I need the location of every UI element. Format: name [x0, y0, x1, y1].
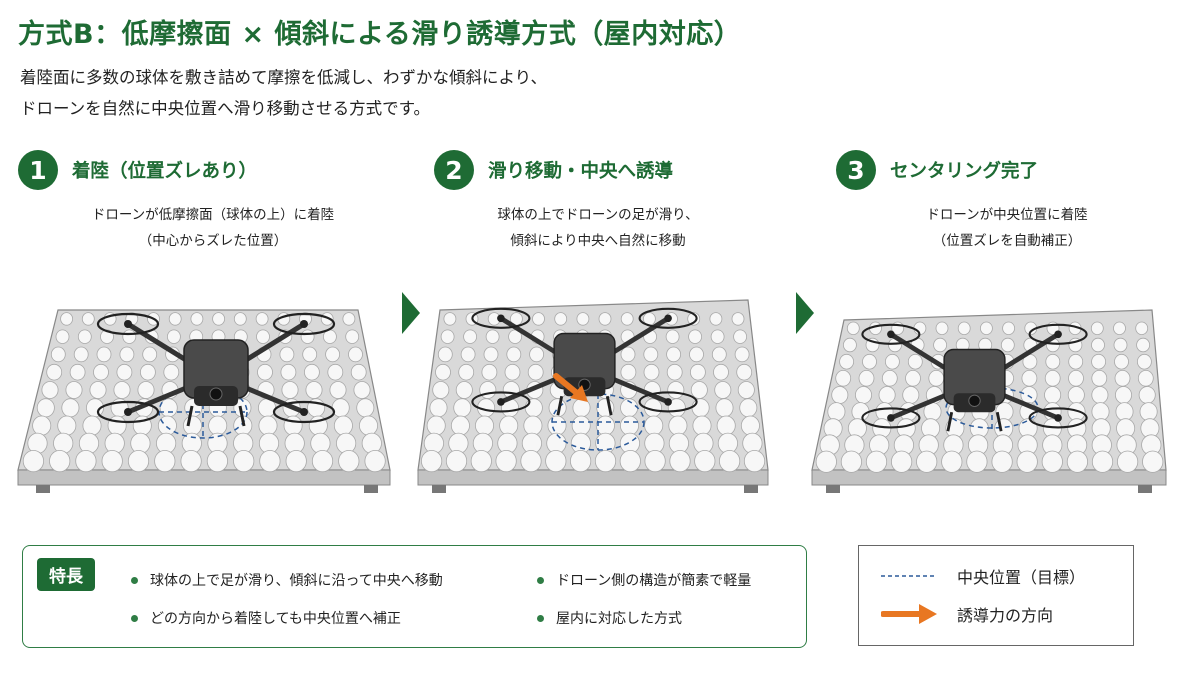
feature-item: どの方向から着陸しても中央位置へ補正 [131, 608, 401, 628]
feature-item-text: ドローン側の構造が簡素で軽量 [556, 573, 752, 589]
lead-text-line1: 着陸面に多数の球体を敷き詰めて摩擦を低減し、わずかな傾斜により、 [20, 68, 548, 87]
next-step-arrow-icon [796, 292, 814, 334]
step-1-header: 1 着陸（位置ズレあり） [18, 150, 257, 190]
bullet-icon [537, 614, 544, 622]
step-3-title: センタリング完了 [890, 161, 1039, 182]
step-1-title: 着陸（位置ズレあり） [72, 161, 258, 182]
page-title: 方式B：低摩擦面 × 傾斜による滑り誘導方式（屋内対応） [18, 19, 742, 50]
features-tag: 特長 [37, 558, 95, 591]
step-2-panel: 2 滑り移動・中央へ誘導 球体の上でドローンの足が滑り、 傾斜により中央へ自然に… [417, 150, 808, 500]
step-3-panel: 3 センタリング完了 ドローンが中央位置に着陸 （位置ズレを自動補正） [811, 150, 1200, 500]
legend-box: 中央位置（目標） 誘導力の方向 [858, 545, 1134, 646]
ball-tray [417, 299, 769, 493]
legend-force-label: 誘導力の方向 [957, 606, 1054, 625]
step-1-description: ドローンが低摩擦面（球体の上）に着陸 （中心からズレた位置） [18, 202, 408, 254]
feature-item: ドローン側の構造が簡素で軽量 [537, 570, 751, 590]
drone-icon [96, 312, 336, 427]
step-2-desc-line2: 傾斜により中央へ自然に移動 [510, 233, 686, 249]
step-2-desc-line1: 球体の上でドローンの足が滑り、 [497, 207, 699, 223]
step-1-panel: 1 着陸（位置ズレあり） ドローンが低摩擦面（球体の上）に着陸 （中心からズレた… [17, 150, 408, 500]
step-3-description: ドローンが中央位置に着陸 （位置ズレを自動補正） [812, 202, 1200, 254]
feature-item-text: 屋内に対応した方式 [556, 611, 682, 627]
feature-item-text: 球体の上で足が滑り、傾斜に沿って中央へ移動 [150, 573, 443, 589]
step-1-number-badge: 1 [18, 150, 58, 190]
feature-item: 屋内に対応した方式 [537, 608, 682, 628]
step-3-desc-line2: （位置ズレを自動補正） [932, 233, 1082, 249]
step-3-number-badge: 3 [836, 150, 876, 190]
drone-icon [861, 323, 1088, 432]
legend-item-center: 中央位置（目標） [881, 564, 1085, 588]
ball-tray [17, 309, 391, 493]
bullet-icon [537, 576, 544, 584]
bullet-icon [131, 576, 138, 584]
features-box: 特長 球体の上で足が滑り、傾斜に沿って中央へ移動 ドローン側の構造が簡素で軽量 … [22, 545, 807, 648]
step-1-desc-line2: （中心からズレた位置） [138, 233, 288, 249]
step-2-description: 球体の上でドローンの足が滑り、 傾斜により中央へ自然に移動 [403, 202, 793, 254]
step-2-illustration [417, 299, 769, 493]
legend-item-force: 誘導力の方向 [881, 602, 1053, 626]
feature-item: 球体の上で足が滑り、傾斜に沿って中央へ移動 [131, 570, 443, 590]
step-1-desc-line1: ドローンが低摩擦面（球体の上）に着陸 [91, 207, 335, 223]
step-3-illustration [811, 309, 1167, 493]
bullet-icon [131, 614, 138, 622]
step-3-desc-line1: ドローンが中央位置に着陸 [926, 207, 1088, 223]
next-step-arrow-icon [402, 292, 420, 334]
guidance-force-arrow [553, 373, 588, 402]
drone-icon [471, 307, 698, 416]
step-3-header: 3 センタリング完了 [836, 150, 1038, 190]
legend-center-label: 中央位置（目標） [957, 568, 1086, 587]
step-2-header: 2 滑り移動・中央へ誘導 [434, 150, 673, 190]
dashed-line-icon [881, 575, 937, 577]
step-2-number-badge: 2 [434, 150, 474, 190]
center-target-marker [551, 393, 645, 451]
step-2-title: 滑り移動・中央へ誘導 [488, 161, 674, 182]
step-1-illustration [17, 309, 391, 493]
orange-arrow-icon [881, 604, 937, 624]
lead-text-line2: ドローンを自然に中央位置へ滑り移動させる方式です。 [20, 99, 431, 118]
feature-item-text: どの方向から着陸しても中央位置へ補正 [150, 611, 401, 627]
